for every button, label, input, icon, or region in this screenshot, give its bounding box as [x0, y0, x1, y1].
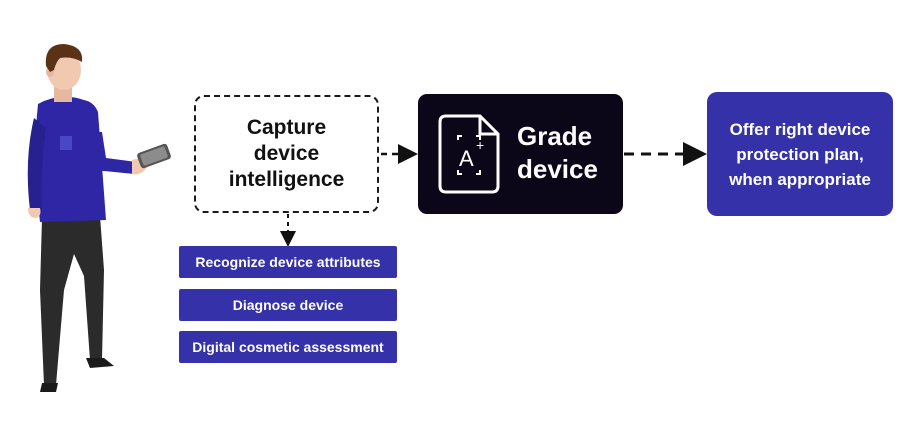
grade-document-icon: A +	[438, 114, 500, 194]
offer-protection-plan-box: Offer right device protection plan, when…	[707, 92, 893, 216]
recognize-device-attributes-step: Recognize device attributes	[179, 246, 397, 278]
svg-text:A: A	[459, 146, 474, 171]
grade-device-box: A + Grade device	[418, 94, 623, 214]
digital-cosmetic-assessment-step: Digital cosmetic assessment	[179, 331, 397, 363]
person-illustration	[27, 44, 171, 392]
grade-label: Grade device	[517, 121, 598, 184]
svg-text:+: +	[476, 137, 484, 153]
offer-label: Offer right device protection plan, when…	[729, 119, 871, 189]
capture-label: Capture device intelligence	[228, 116, 345, 191]
diagnose-device-step: Diagnose device	[179, 289, 397, 321]
capture-device-intelligence-box: Capture device intelligence	[194, 95, 379, 213]
